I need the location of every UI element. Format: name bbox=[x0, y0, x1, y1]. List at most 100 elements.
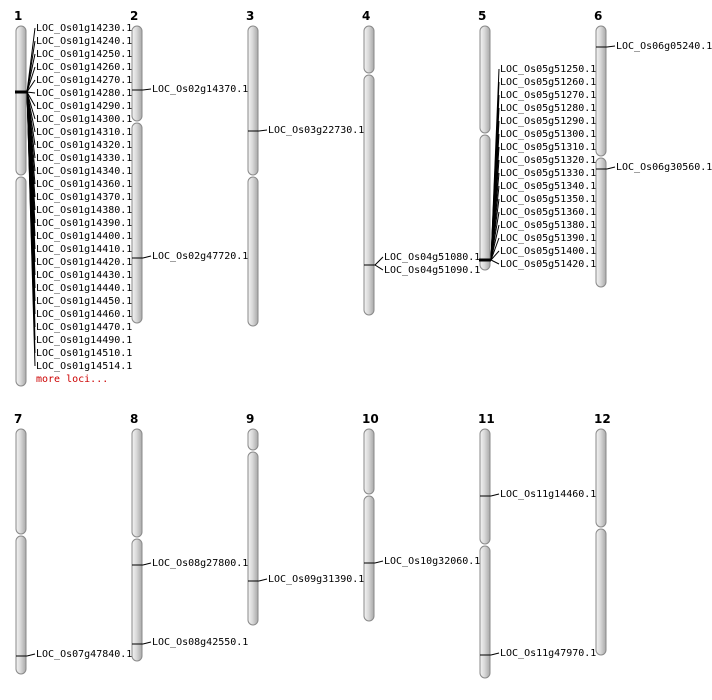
locus-label: LOC_Os01g14270.1 bbox=[36, 75, 132, 86]
locus-label: LOC_Os05g51300.1 bbox=[500, 129, 596, 140]
chromosome-q-arm bbox=[15, 535, 27, 675]
chromosome-number: 2 bbox=[130, 9, 138, 23]
locus-label: LOC_Os01g14514.1 bbox=[36, 361, 132, 372]
chromosome-q-arm bbox=[595, 528, 607, 656]
chromosome-q-arm bbox=[479, 134, 491, 271]
locus-connector bbox=[374, 560, 384, 564]
locus-connector bbox=[374, 256, 384, 266]
locus-connector bbox=[490, 250, 500, 261]
locus-label: LOC_Os04g51080.1 bbox=[384, 252, 480, 263]
chromosome-q-arm bbox=[363, 495, 375, 622]
locus-label: LOC_Os01g14310.1 bbox=[36, 127, 132, 138]
chromosome-number: 6 bbox=[594, 9, 602, 23]
locus-label: LOC_Os05g51420.1 bbox=[500, 259, 596, 270]
chromosome-number: 4 bbox=[362, 9, 370, 23]
locus-label: LOC_Os02g47720.1 bbox=[152, 251, 248, 262]
locus-label: LOC_Os01g14460.1 bbox=[36, 309, 132, 320]
locus-label: LOC_Os06g30560.1 bbox=[616, 162, 712, 173]
locus-connector bbox=[26, 653, 36, 657]
locus-label: LOC_Os01g14430.1 bbox=[36, 270, 132, 281]
locus-connector bbox=[490, 652, 500, 656]
chromosome-q-arm bbox=[479, 545, 491, 679]
locus-connector bbox=[374, 264, 384, 271]
locus-label: LOC_Os07g47840.1 bbox=[36, 649, 132, 660]
chromosome-number: 5 bbox=[478, 9, 486, 23]
chromosome-q-arm bbox=[363, 74, 375, 316]
locus-label: LOC_Os01g14340.1 bbox=[36, 166, 132, 177]
locus-label: LOC_Os01g14230.1 bbox=[36, 23, 132, 34]
chromosome-5: 5LOC_Os05g51250.1LOC_Os05g51260.1LOC_Os0… bbox=[478, 9, 596, 271]
locus-label: LOC_Os06g05240.1 bbox=[616, 41, 712, 52]
chromosome-p-arm bbox=[131, 428, 143, 538]
locus-connector bbox=[258, 129, 268, 132]
locus-label: LOC_Os01g14290.1 bbox=[36, 101, 132, 112]
locus-label: LOC_Os01g14510.1 bbox=[36, 348, 132, 359]
locus-label: LOC_Os01g14330.1 bbox=[36, 153, 132, 164]
chromosome-p-arm bbox=[15, 25, 27, 176]
chromosome-p-arm bbox=[247, 25, 259, 176]
locus-label: LOC_Os03g22730.1 bbox=[268, 125, 364, 136]
locus-label: LOC_Os05g51340.1 bbox=[500, 181, 596, 192]
locus-connector bbox=[26, 79, 36, 93]
chromosome-p-arm bbox=[247, 428, 259, 451]
locus-label: LOC_Os01g14470.1 bbox=[36, 322, 132, 333]
locus-connector bbox=[142, 562, 152, 566]
locus-label: LOC_Os05g51390.1 bbox=[500, 233, 596, 244]
locus-connector bbox=[606, 45, 616, 48]
locus-connector bbox=[142, 88, 152, 91]
locus-label: LOC_Os05g51320.1 bbox=[500, 155, 596, 166]
chromosome-number: 3 bbox=[246, 9, 254, 23]
chromosome-number: 9 bbox=[246, 412, 254, 426]
locus-label: LOC_Os05g51290.1 bbox=[500, 116, 596, 127]
locus-label: LOC_Os05g51310.1 bbox=[500, 142, 596, 153]
locus-label: LOC_Os01g14450.1 bbox=[36, 296, 132, 307]
locus-label: LOC_Os05g51400.1 bbox=[500, 246, 596, 257]
locus-label: LOC_Os01g14300.1 bbox=[36, 114, 132, 125]
chromosome-p-arm bbox=[363, 25, 375, 74]
locus-label: LOC_Os10g32060.1 bbox=[384, 556, 480, 567]
locus-connector bbox=[26, 91, 36, 107]
locus-label: LOC_Os11g14460.1 bbox=[500, 489, 596, 500]
locus-label: LOC_Os05g51250.1 bbox=[500, 64, 596, 75]
locus-label: LOC_Os05g51330.1 bbox=[500, 168, 596, 179]
chromosome-q-arm bbox=[131, 122, 143, 324]
locus-label: LOC_Os01g14370.1 bbox=[36, 192, 132, 203]
chromosome-1: 1LOC_Os01g14230.1LOC_Os01g14240.1LOC_Os0… bbox=[14, 9, 132, 387]
chromosome-p-arm bbox=[131, 25, 143, 122]
locus-connector bbox=[258, 578, 268, 582]
chromosome-number: 12 bbox=[594, 412, 611, 426]
locus-label: LOC_Os11g47970.1 bbox=[500, 648, 596, 659]
chromosome-p-arm bbox=[479, 428, 491, 545]
locus-label: LOC_Os01g14420.1 bbox=[36, 257, 132, 268]
locus-label: LOC_Os01g14410.1 bbox=[36, 244, 132, 255]
locus-label: LOC_Os01g14360.1 bbox=[36, 179, 132, 190]
chromosome-q-arm bbox=[131, 538, 143, 662]
locus-connector bbox=[490, 259, 500, 265]
locus-label: LOC_Os05g51280.1 bbox=[500, 103, 596, 114]
locus-connector bbox=[26, 53, 36, 93]
more-loci-link[interactable]: more loci... bbox=[36, 374, 108, 385]
chromosome-q-arm bbox=[15, 176, 27, 387]
locus-connector bbox=[142, 255, 152, 259]
locus-connector bbox=[26, 66, 36, 93]
locus-label: LOC_Os01g14380.1 bbox=[36, 205, 132, 216]
chromosome-q-arm bbox=[247, 176, 259, 327]
locus-label: LOC_Os04g51090.1 bbox=[384, 265, 480, 276]
locus-label: LOC_Os05g51260.1 bbox=[500, 77, 596, 88]
locus-label: LOC_Os08g27800.1 bbox=[152, 558, 248, 569]
locus-label: LOC_Os01g14240.1 bbox=[36, 36, 132, 47]
chromosome-number: 11 bbox=[478, 412, 495, 426]
chromosome-p-arm bbox=[595, 428, 607, 528]
locus-connector bbox=[26, 91, 36, 94]
chromosome-q-arm bbox=[595, 157, 607, 288]
locus-label: LOC_Os05g51350.1 bbox=[500, 194, 596, 205]
locus-label: LOC_Os01g14390.1 bbox=[36, 218, 132, 229]
locus-connector bbox=[606, 166, 616, 170]
locus-label: LOC_Os02g14370.1 bbox=[152, 84, 248, 95]
chromosome-number: 1 bbox=[14, 9, 22, 23]
